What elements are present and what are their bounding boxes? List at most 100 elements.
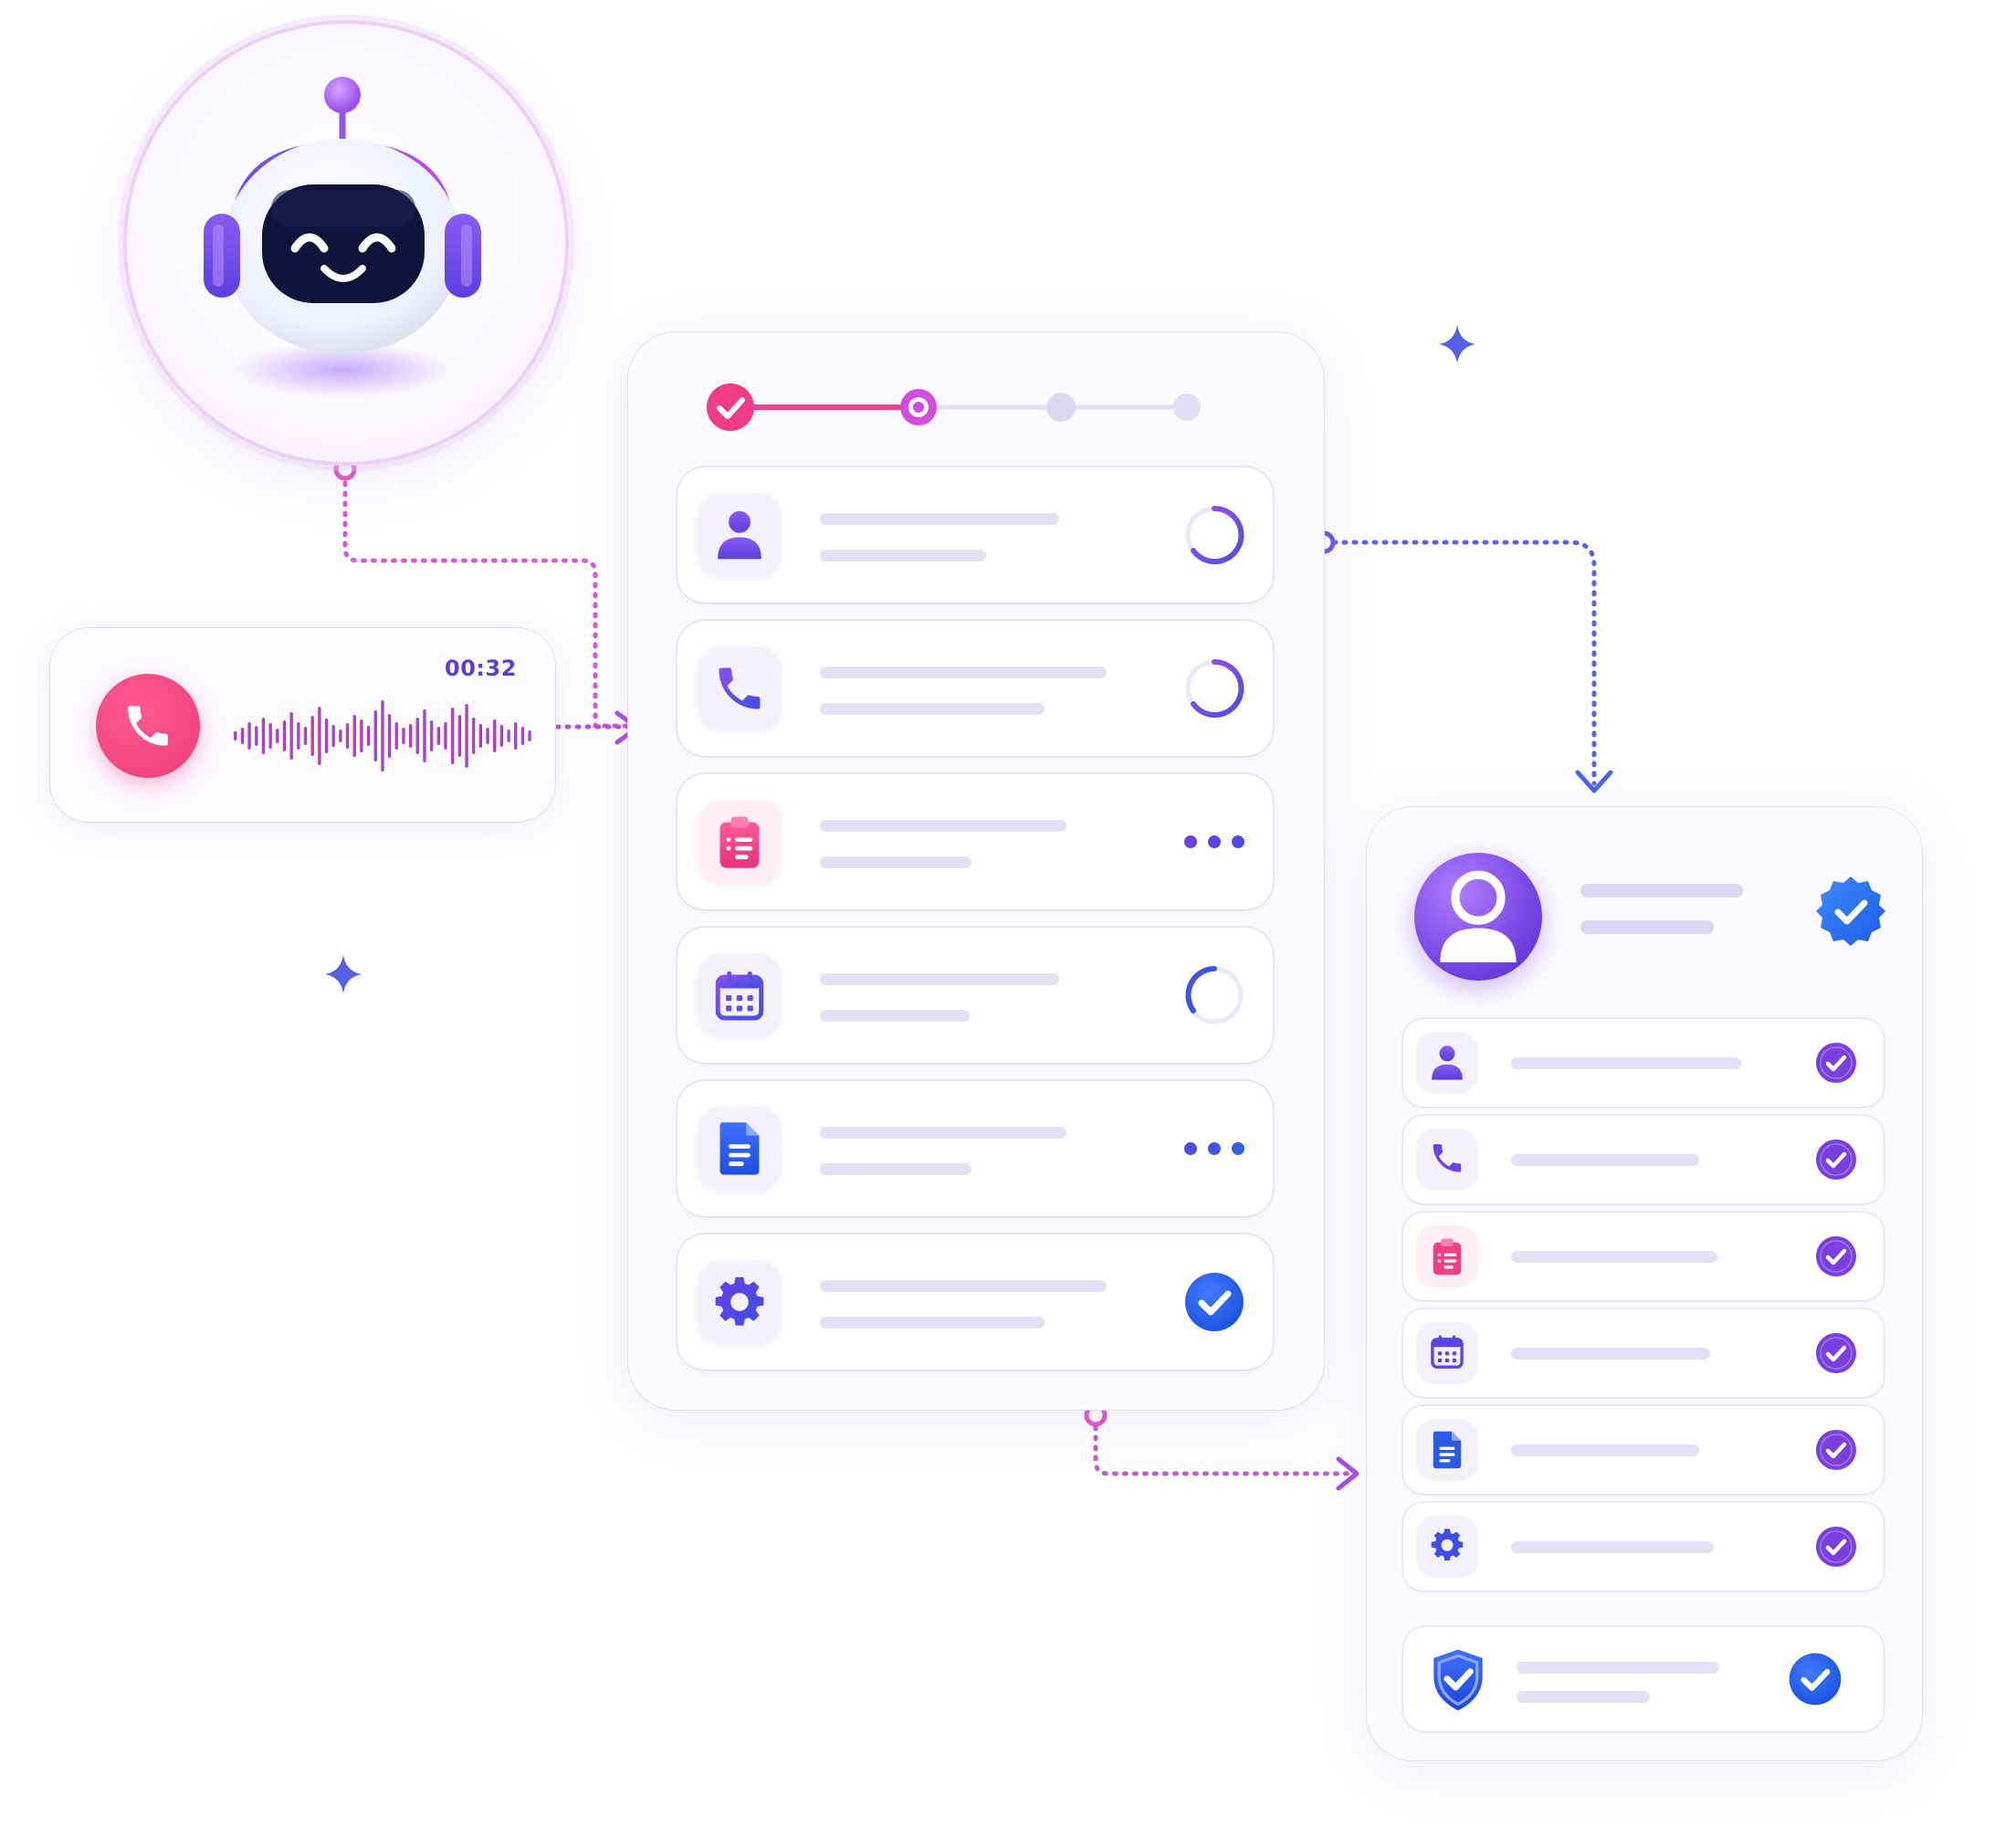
waveform-bar — [394, 722, 398, 750]
check-circle-icon — [1816, 1139, 1856, 1180]
connector-tasks-to-profile-bottom — [1084, 1403, 1359, 1491]
phone-icon — [1433, 1144, 1462, 1172]
waveform-bar — [234, 731, 237, 740]
waveform-bar — [247, 722, 251, 750]
security-row[interactable] — [1403, 1627, 1884, 1731]
waveform-bar — [255, 726, 258, 746]
clipboard-icon — [719, 816, 760, 868]
gear-icon — [1431, 1528, 1464, 1561]
waveform-bar — [282, 720, 287, 751]
waveform-bar — [408, 724, 413, 748]
waveform-bar — [331, 725, 335, 747]
step-3 — [1046, 393, 1076, 422]
waveform-bar — [514, 722, 518, 750]
check-circle-icon — [1185, 1273, 1244, 1331]
avatar — [1414, 853, 1542, 981]
check-circle-icon — [1816, 1430, 1856, 1470]
calendar-icon — [715, 971, 764, 1021]
step-1-complete — [707, 383, 754, 431]
waveform-bar — [444, 722, 447, 750]
waveform-bar — [381, 700, 384, 772]
waveform-bar — [471, 718, 476, 754]
waveform-bar — [268, 723, 272, 749]
waveform-bar — [324, 719, 329, 753]
check-circle-icon — [1816, 1333, 1856, 1373]
waveform-bar — [310, 716, 314, 756]
check-circle-icon — [1789, 1653, 1842, 1706]
waveform-bar — [339, 730, 342, 742]
waveform-bar — [373, 710, 377, 761]
waveform-bar — [297, 722, 300, 750]
profile-row-document[interactable] — [1403, 1406, 1884, 1494]
waveform-bar — [276, 729, 279, 743]
calendar-icon — [1431, 1335, 1464, 1369]
audio-waveform — [234, 700, 531, 772]
clipboard-icon — [1433, 1238, 1462, 1276]
waveform-bar — [423, 709, 426, 762]
sparkle-icon — [1439, 325, 1475, 363]
waveform-bar — [507, 730, 510, 742]
robot-headset-icon — [204, 77, 481, 397]
waveform-bar — [240, 728, 245, 744]
task-checklist-card — [628, 332, 1324, 1410]
profile-row-clipboard[interactable] — [1403, 1213, 1884, 1300]
loading-spinner-icon — [1185, 658, 1244, 718]
check-circle-icon — [1816, 1527, 1856, 1567]
profile-summary-card — [1367, 807, 1922, 1760]
shield-check-icon — [1433, 1649, 1483, 1711]
task-row-clipboard[interactable] — [677, 774, 1273, 909]
check-circle-icon — [1816, 1236, 1856, 1276]
waveform-bar — [387, 714, 392, 758]
task-row-settings[interactable] — [677, 1234, 1273, 1370]
user-icon — [718, 510, 761, 560]
waveform-bar — [261, 718, 266, 754]
verified-badge-icon — [1816, 877, 1885, 946]
task-row-user[interactable] — [677, 467, 1273, 603]
waveform-bar — [486, 728, 489, 744]
waveform-bar — [429, 720, 434, 751]
profile-row-gear[interactable] — [1403, 1503, 1884, 1591]
profile-row-phone[interactable] — [1403, 1116, 1884, 1203]
more-dots-icon — [1184, 1142, 1244, 1155]
waveform-bar — [450, 708, 455, 764]
user-avatar-icon — [1440, 870, 1517, 962]
gear-icon — [715, 1276, 764, 1326]
loading-spinner-icon — [1185, 505, 1244, 564]
waveform-bar — [528, 730, 531, 741]
task-row-calendar[interactable] — [677, 928, 1273, 1063]
waveform-bar — [402, 728, 405, 744]
waveform-bar — [457, 715, 461, 757]
progress-stepper — [707, 383, 1201, 431]
waveform-bar — [303, 727, 308, 745]
profile-row-user[interactable] — [1403, 1019, 1884, 1107]
document-icon — [719, 1122, 760, 1175]
call-timer: 00:32 — [445, 656, 517, 681]
step-2-current — [900, 389, 937, 425]
sparkle-icon — [325, 955, 362, 993]
call-button[interactable] — [96, 674, 200, 778]
document-icon — [1433, 1431, 1462, 1469]
waveform-bar — [345, 723, 350, 749]
waveform-bar — [499, 725, 503, 747]
waveform-bar — [478, 724, 482, 748]
task-row-phone[interactable] — [677, 621, 1273, 756]
waveform-bar — [493, 719, 497, 752]
waveform-bar — [465, 704, 468, 768]
loading-spinner-icon — [1185, 966, 1244, 1024]
waveform-bar — [366, 726, 371, 746]
step-4 — [1173, 394, 1201, 421]
connector-tasks-to-profile — [1312, 530, 1613, 793]
more-dots-icon — [1184, 835, 1244, 848]
waveform-bar — [415, 718, 419, 754]
check-circle-icon — [1816, 1043, 1856, 1083]
user-icon — [1432, 1045, 1463, 1080]
waveform-bar — [520, 727, 525, 745]
task-row-document[interactable] — [677, 1081, 1273, 1216]
phone-icon — [128, 706, 168, 746]
waveform-bar — [318, 707, 321, 765]
phone-icon — [719, 667, 761, 709]
waveform-bar — [360, 719, 363, 752]
profile-row-calendar[interactable] — [1403, 1309, 1884, 1397]
call-card: 00:32 — [50, 628, 555, 822]
